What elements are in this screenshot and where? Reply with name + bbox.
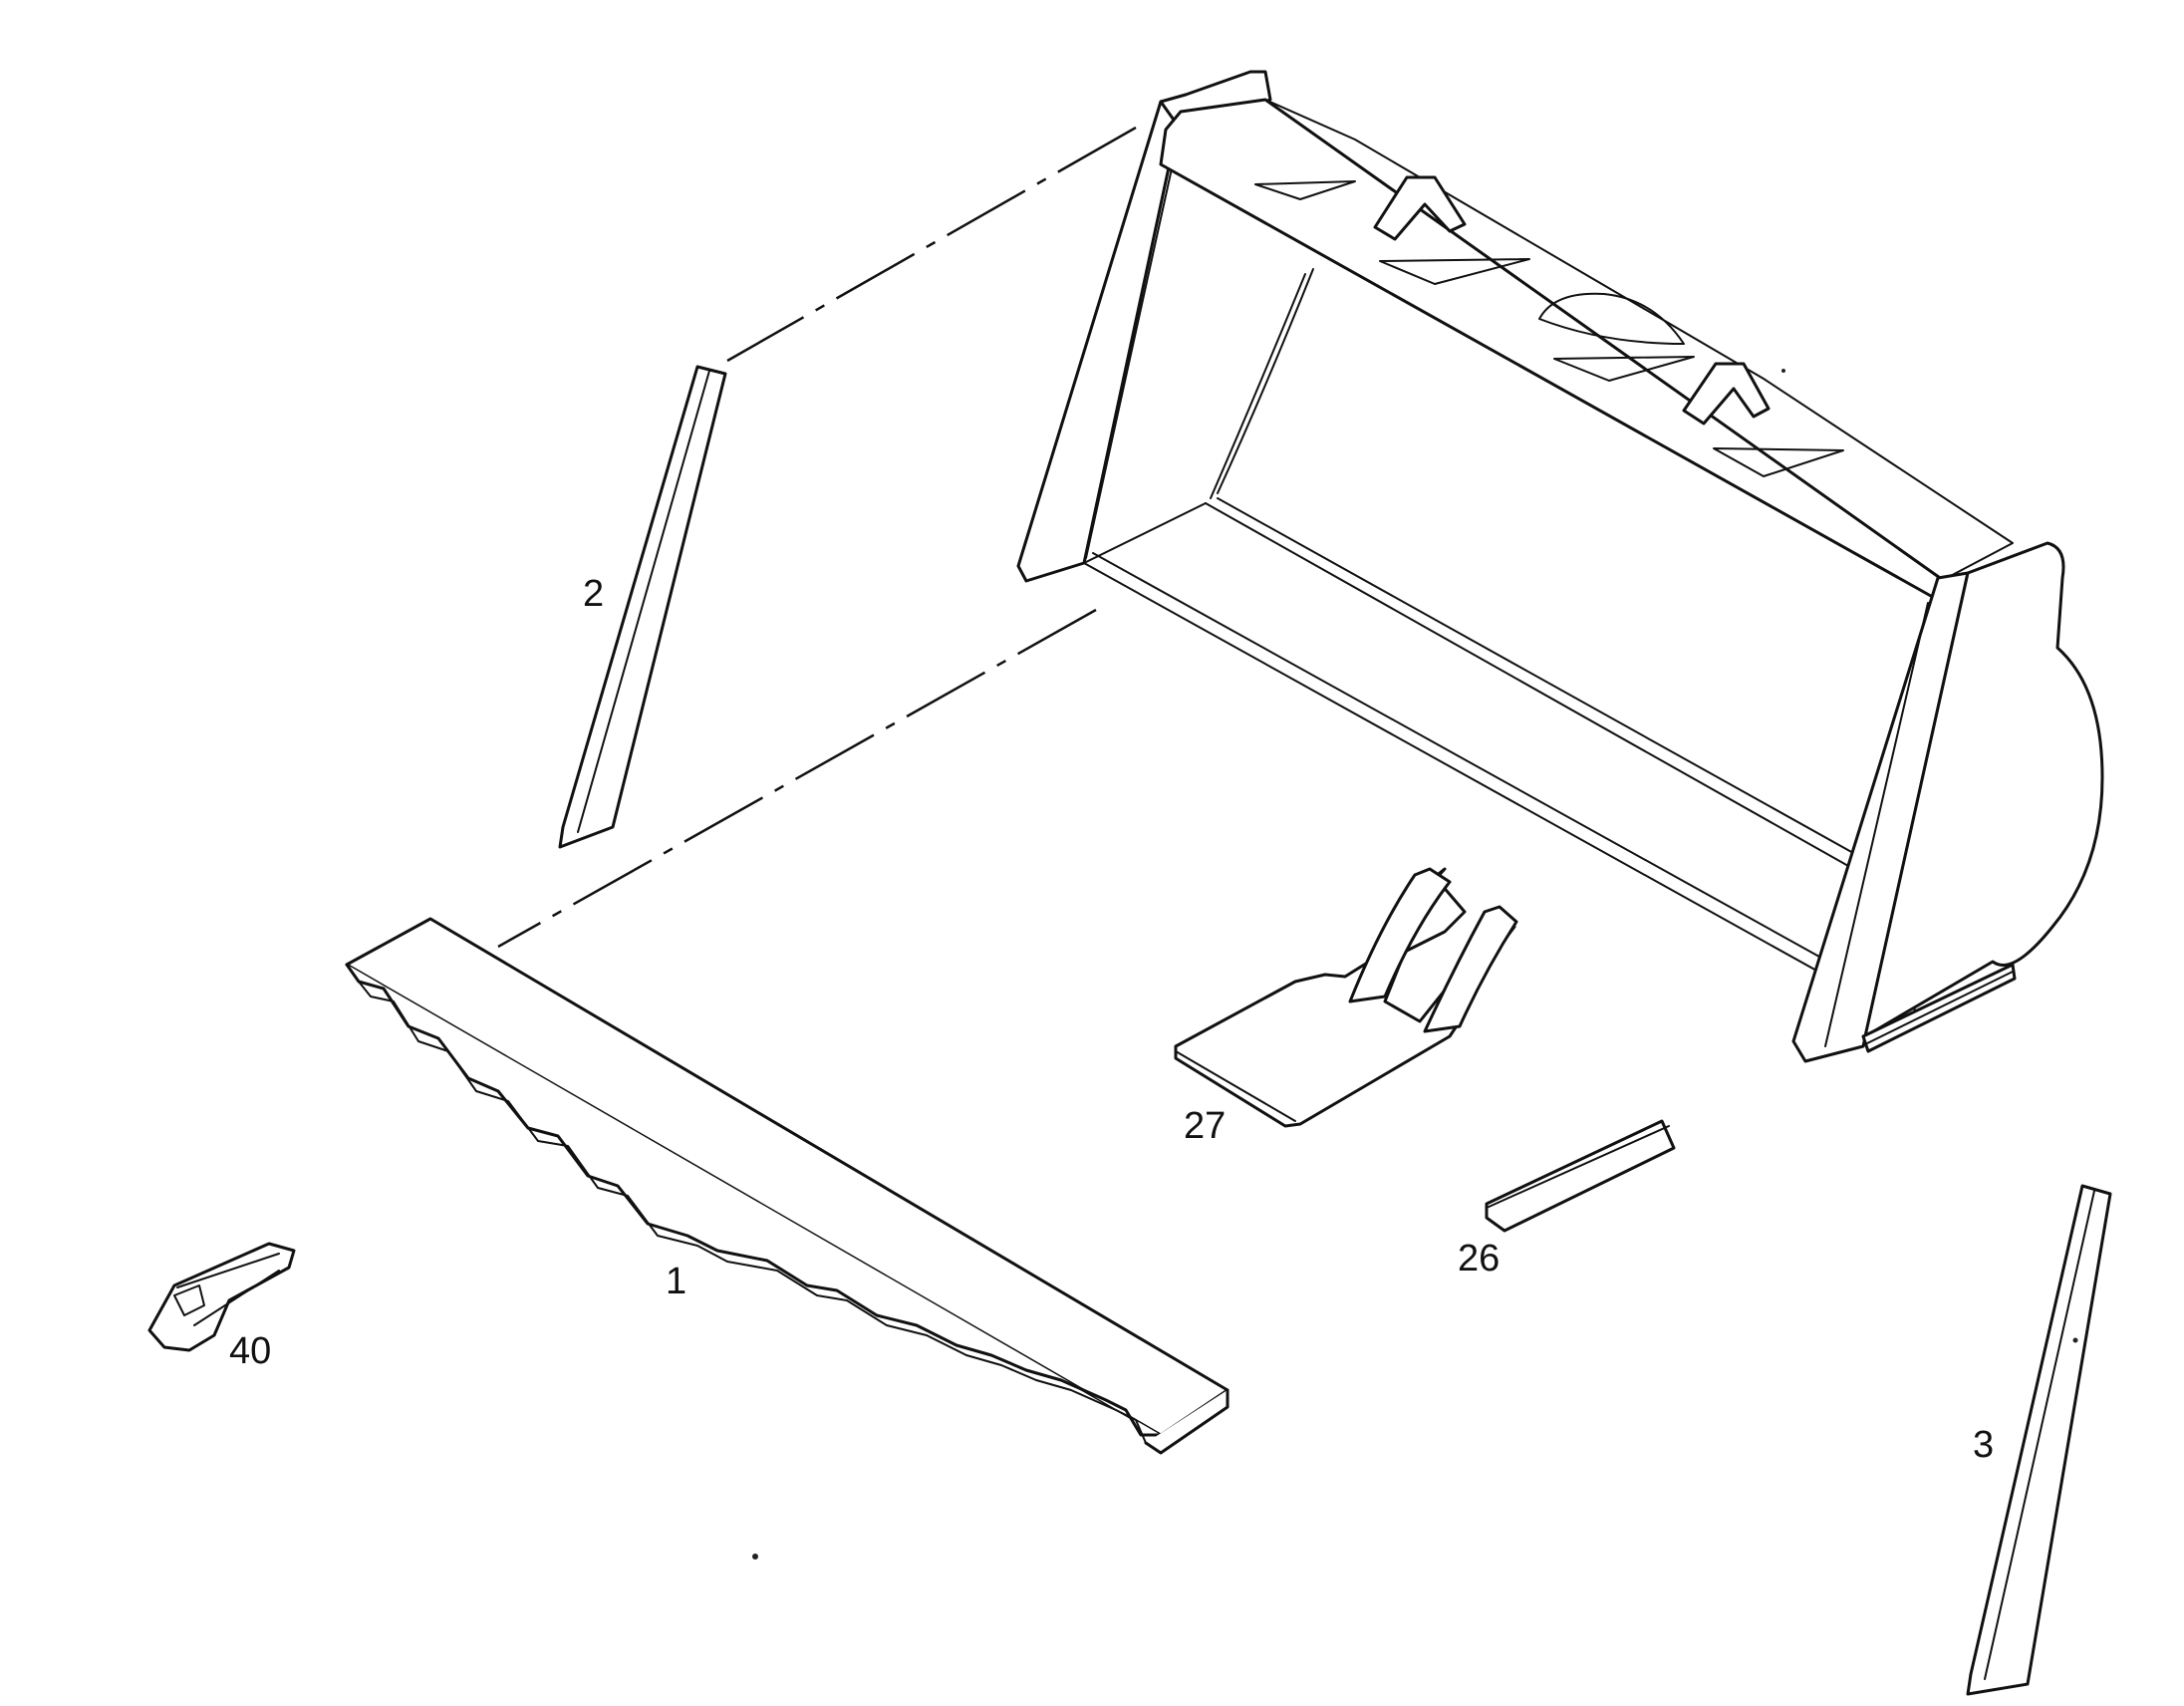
callout-skid-plate: 27: [1184, 1105, 1226, 1147]
tooth-shape: [147, 1242, 296, 1352]
callout-tooth: 40: [229, 1330, 271, 1372]
callout-side-edge-left: 2: [583, 573, 604, 615]
centerline-lower: [497, 608, 1097, 949]
wear-plate-shape: [1485, 1119, 1676, 1233]
callout-cutting-edge: 1: [666, 1261, 686, 1302]
part-side-edge-right: [1966, 1184, 2112, 1696]
assembly-centerlines: [497, 126, 1137, 949]
bucket-left-side-plate: [1016, 100, 1183, 583]
bucket-lug-right: [1682, 362, 1771, 426]
skid-plate-runner-right: [1423, 905, 1518, 1033]
centerline-upper: [726, 126, 1137, 363]
bucket-ribs: [1254, 180, 1844, 477]
part-cutting-edge: [345, 917, 1229, 1455]
callout-wear-plate: 26: [1458, 1238, 1500, 1280]
callout-side-edge-right: 3: [1973, 1424, 1994, 1466]
bucket-inner-curve: [1217, 268, 1314, 494]
callout-labels: 1 2 3 26 27 40: [229, 573, 1994, 1466]
part-wear-plate: [1485, 1119, 1676, 1233]
bucket-back-upper: [1264, 99, 2014, 581]
skid-plate-runner-left: [1348, 867, 1452, 1003]
bucket-lug-left: [1373, 175, 1467, 241]
part-tooth: [147, 1242, 296, 1352]
bucket-right-side-plate: [1791, 571, 1970, 1063]
part-side-edge-left: [558, 365, 727, 849]
bucket-body: [1016, 70, 2104, 1063]
part-skid-plate: [1174, 867, 1518, 1128]
bucket-top-rail: [1159, 98, 1945, 602]
cutting-edge-top: [345, 917, 1229, 1437]
bucket-right-end-plate: [1863, 541, 2104, 1038]
